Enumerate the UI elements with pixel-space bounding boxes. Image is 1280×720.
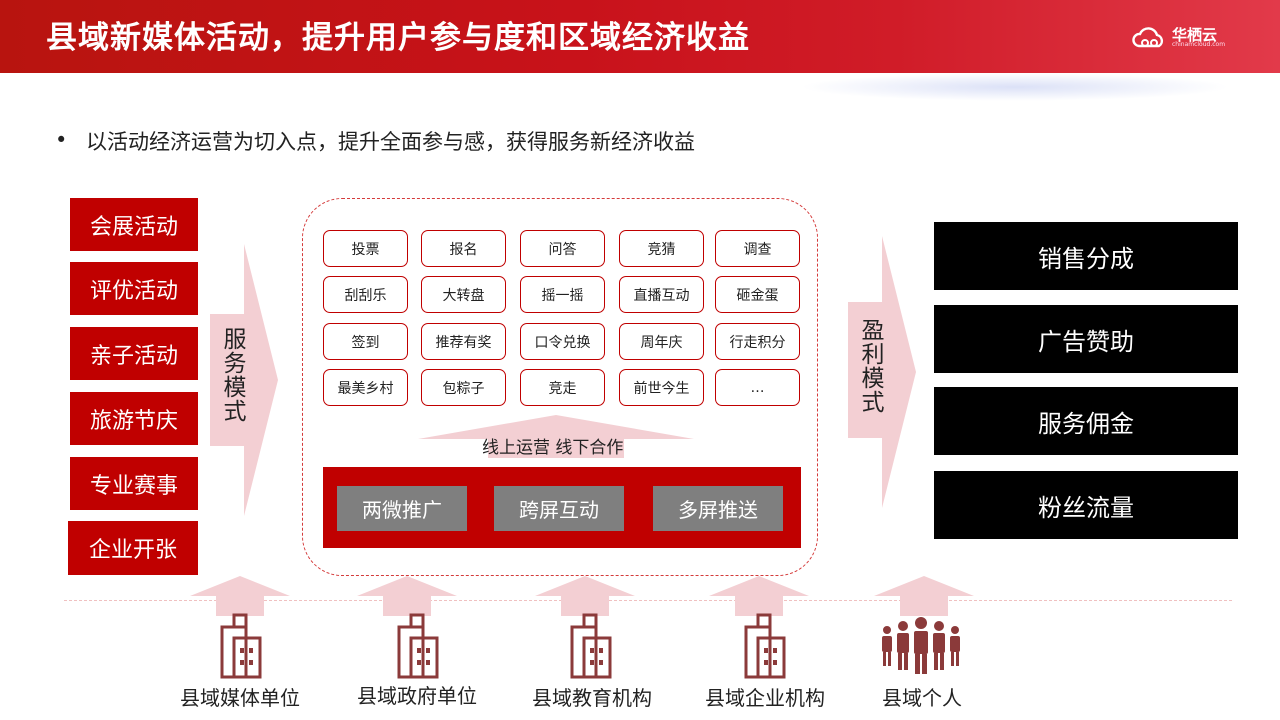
activity-box: 会展活动: [70, 198, 198, 251]
feature-chip: 竞走: [520, 369, 605, 406]
feature-chip: 推荐有奖: [421, 323, 506, 360]
revenue-box: 服务佣金: [934, 387, 1238, 455]
activity-box: 评优活动: [70, 262, 198, 315]
page-title: 县域新媒体活动，提升用户参与度和区域经济收益: [46, 20, 750, 56]
logo-subtext: chinamcloud.com: [1172, 41, 1226, 48]
feature-chip: 大转盘: [421, 276, 506, 313]
feature-chip: 砸金蛋: [715, 276, 800, 313]
header-glow-decoration: [800, 73, 1230, 101]
feature-chip: 周年庆: [619, 323, 704, 360]
building-icon: [744, 613, 786, 679]
service-model-label: 服务模式: [219, 327, 245, 423]
entity-up-arrow: [357, 576, 457, 616]
operation-label: 线上运营 线下合作: [482, 438, 624, 458]
channel-box: 多屏推送: [653, 486, 783, 531]
feature-chip: 包粽子: [421, 369, 506, 406]
people-group-icon: [882, 617, 960, 674]
brand-logo: 华栖云 chinamcloud.com: [1130, 24, 1230, 54]
header-banner: 县域新媒体活动，提升用户参与度和区域经济收益 华栖云 chinamcloud.c…: [0, 0, 1280, 73]
entity-up-arrow: [709, 576, 809, 616]
profit-model-arrow: [848, 236, 916, 508]
entity-label: 县域个人: [882, 686, 962, 710]
feature-chip: 报名: [421, 230, 506, 267]
feature-panel: [302, 198, 818, 576]
bullet-dot: •: [55, 128, 68, 152]
feature-chip: …: [715, 369, 800, 406]
operation-up-arrow: [418, 415, 694, 458]
activity-box: 亲子活动: [70, 327, 198, 380]
channel-box: 跨屏互动: [494, 486, 624, 531]
building-icon: [397, 613, 439, 679]
feature-chip: 最美乡村: [323, 369, 408, 406]
feature-chip: 调查: [715, 230, 800, 267]
profit-model-label: 盈利模式: [857, 318, 883, 414]
feature-chip: 签到: [323, 323, 408, 360]
entity-label: 县域政府单位: [357, 684, 477, 708]
entity-label: 县域教育机构: [532, 686, 652, 710]
entity-up-arrow: [535, 576, 635, 616]
building-icon: [220, 613, 262, 679]
building-icon: [570, 613, 612, 679]
logo-text: 华栖云: [1172, 26, 1218, 44]
cloud-logo-icon: [1132, 27, 1164, 48]
feature-chip: 问答: [520, 230, 605, 267]
revenue-box: 粉丝流量: [934, 471, 1238, 539]
feature-chip: 竞猜: [619, 230, 704, 267]
dashed-separator: [64, 600, 1232, 601]
subtitle-text: 以活动经济运营为切入点，提升全面参与感，获得服务新经济收益: [86, 130, 695, 154]
entity-label: 县域企业机构: [705, 686, 825, 710]
feature-chip: 摇一摇: [520, 276, 605, 313]
feature-chip: 投票: [323, 230, 408, 267]
activity-box: 企业开张: [68, 521, 198, 575]
entity-up-arrow: [874, 576, 974, 616]
activity-box: 旅游节庆: [70, 392, 198, 445]
feature-chip: 直播互动: [619, 276, 704, 313]
feature-chip: 行走积分: [715, 323, 800, 360]
channel-box: 两微推广: [337, 486, 467, 531]
feature-chip: 口令兑换: [520, 323, 605, 360]
revenue-box: 销售分成: [934, 222, 1238, 290]
service-model-arrow: [210, 244, 278, 516]
entity-label: 县域媒体单位: [180, 686, 300, 710]
revenue-box: 广告赞助: [934, 305, 1238, 373]
feature-chip: 前世今生: [619, 369, 704, 406]
feature-chip: 刮刮乐: [323, 276, 408, 313]
activity-box: 专业赛事: [70, 457, 198, 510]
entity-up-arrow: [190, 576, 290, 616]
